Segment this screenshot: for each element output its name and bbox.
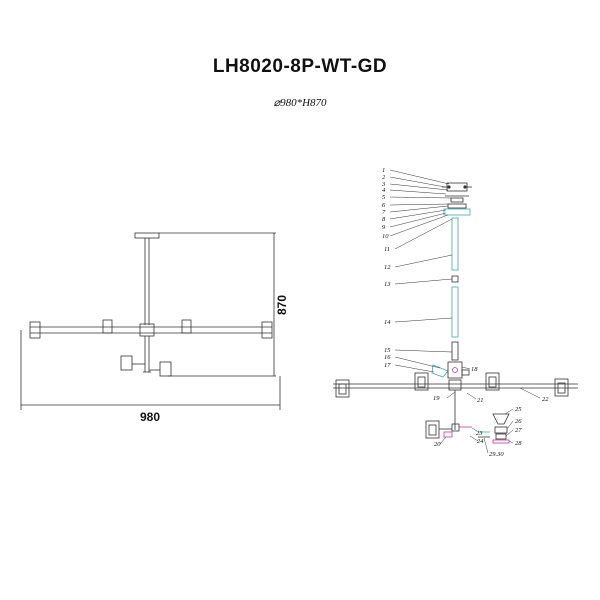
part-label: 24: [477, 438, 484, 445]
part-label: 13: [384, 281, 391, 288]
canopy-cup: [443, 208, 471, 216]
part-label: 22: [542, 396, 549, 403]
part-label: 3: [381, 181, 386, 188]
shade-right-end: [261, 321, 273, 339]
part-label: 6: [382, 202, 386, 209]
shade-drop-right: [159, 361, 172, 377]
part-label: 27: [515, 427, 522, 434]
center-hub: [139, 323, 155, 337]
width-label: 980: [140, 410, 160, 424]
height-label: 870: [275, 295, 289, 315]
part-label: 2: [382, 174, 386, 181]
part-label: 18: [471, 366, 478, 373]
part-label: 25: [515, 406, 522, 413]
part-label: 15: [384, 347, 391, 354]
dimension-spec: ⌀980*H870: [273, 97, 327, 109]
part-label: 20: [434, 441, 441, 448]
shade-mid-right: [181, 319, 192, 334]
assembled-view: [20, 232, 281, 410]
part-label: 29.30: [489, 451, 504, 458]
exploded-view: [333, 182, 578, 444]
part-label: 21: [477, 397, 484, 404]
part-label: 5: [382, 194, 386, 201]
part-label: 17: [384, 362, 391, 369]
shade-drop-left: [120, 355, 133, 371]
shade-left-end: [29, 321, 41, 339]
part-label: 19: [433, 395, 440, 402]
part-label: 28: [515, 440, 522, 447]
canopy: [134, 232, 160, 239]
part-label: 11: [384, 246, 390, 253]
part-label: 9: [382, 224, 386, 231]
part-label: 26: [515, 418, 522, 425]
part-label: 1: [382, 167, 385, 174]
part-label: 4: [382, 187, 386, 194]
part-label: 16: [384, 354, 391, 361]
part-label: 23: [476, 430, 483, 437]
part-label: 12: [384, 264, 391, 271]
part-label: 10: [382, 233, 389, 240]
rod-lower: [451, 286, 459, 338]
rod-upper: [451, 217, 459, 271]
hub-part: [431, 364, 449, 378]
shade-mid-left: [102, 319, 113, 334]
part-label: 8: [382, 216, 386, 223]
product-code-title: LH8020-8P-WT-GD: [212, 56, 388, 77]
part-label: 7: [382, 209, 386, 216]
part-label: 14: [384, 319, 391, 326]
